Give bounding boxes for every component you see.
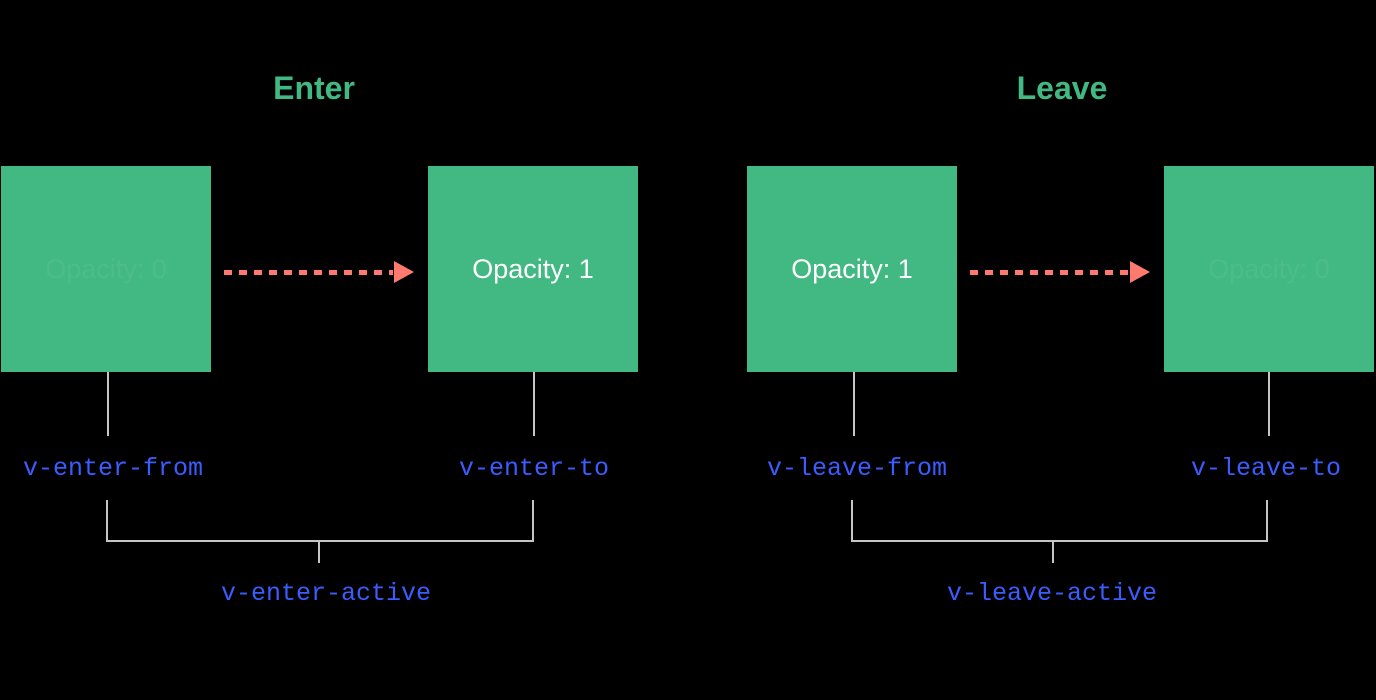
class-label-v-leave-from: v-leave-from bbox=[766, 454, 948, 483]
leave-arrow-head-icon bbox=[1130, 261, 1150, 283]
leave-arrow-dashes bbox=[970, 269, 1129, 275]
enter-arrow-dashes bbox=[224, 269, 393, 275]
section-title-enter: Enter bbox=[273, 70, 355, 106]
enter-from-connector-tick bbox=[107, 372, 109, 436]
leave-to-connector-tick bbox=[1268, 372, 1270, 436]
leave-transition-arrow-icon bbox=[970, 261, 1150, 283]
enter-active-span-bracket bbox=[106, 500, 534, 542]
class-label-v-enter-to: v-enter-to bbox=[458, 454, 610, 483]
enter-arrow-head-icon bbox=[394, 261, 414, 283]
class-label-v-leave-active: v-leave-active bbox=[946, 579, 1158, 608]
enter-to-box: Opacity: 1 bbox=[428, 166, 638, 372]
enter-to-box-label: Opacity: 1 bbox=[472, 253, 594, 284]
leave-from-connector-tick bbox=[853, 372, 855, 436]
class-label-v-leave-to: v-leave-to bbox=[1190, 454, 1342, 483]
enter-to-connector-tick bbox=[533, 372, 535, 436]
enter-from-box: Opacity: 0 bbox=[1, 166, 211, 372]
enter-transition-arrow-icon bbox=[224, 261, 414, 283]
class-label-v-enter-active: v-enter-active bbox=[220, 579, 432, 608]
enter-active-bracket-stem bbox=[318, 541, 320, 563]
class-label-v-enter-from: v-enter-from bbox=[22, 454, 204, 483]
section-title-leave: Leave bbox=[1016, 70, 1108, 106]
leave-active-span-bracket bbox=[851, 500, 1268, 542]
leave-to-box: Opacity: 0 bbox=[1164, 166, 1374, 372]
leave-active-bracket-stem bbox=[1052, 541, 1054, 563]
leave-from-box-label: Opacity: 1 bbox=[791, 253, 913, 284]
leave-from-box: Opacity: 1 bbox=[747, 166, 957, 372]
leave-to-box-label: Opacity: 0 bbox=[1208, 253, 1330, 284]
enter-from-box-label: Opacity: 0 bbox=[45, 253, 167, 284]
